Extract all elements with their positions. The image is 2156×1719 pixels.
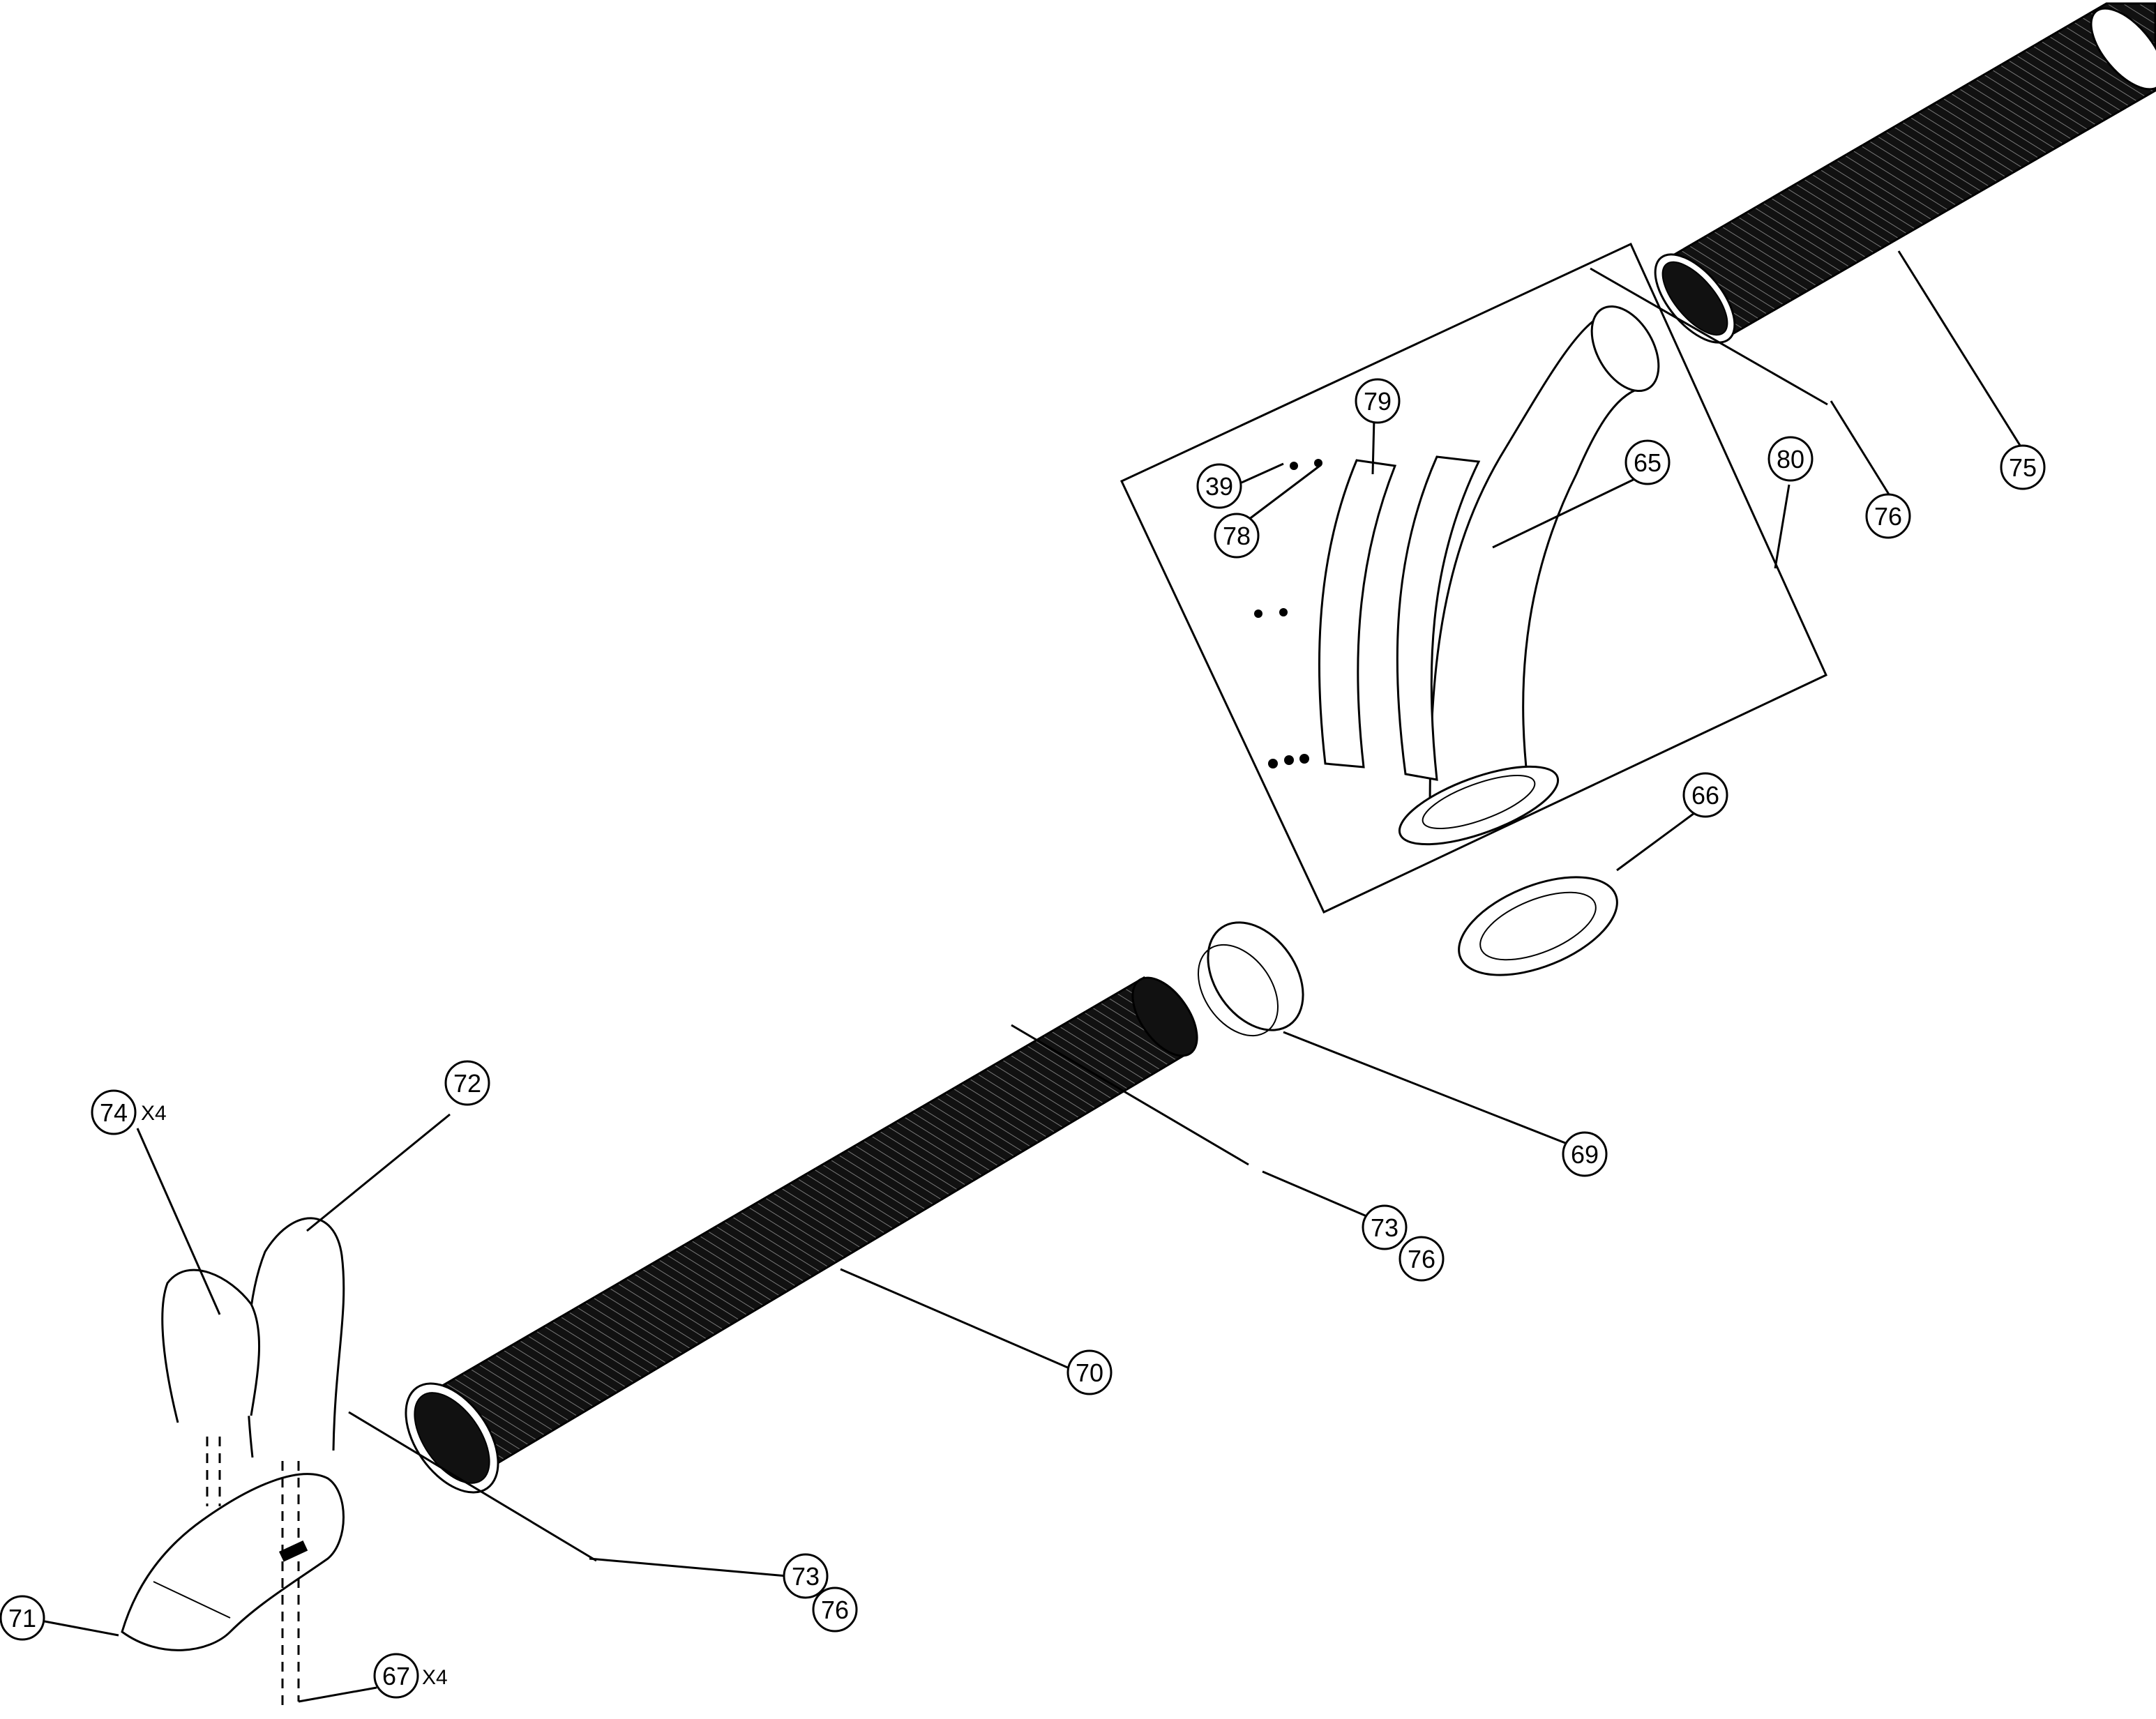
callout-66: 66 — [1682, 772, 1728, 818]
svg-text:69: 69 — [1571, 1140, 1599, 1169]
callout-80: 80 — [1767, 436, 1814, 482]
svg-text:76: 76 — [1874, 502, 1902, 531]
svg-text:73: 73 — [1371, 1213, 1399, 1242]
svg-text:71: 71 — [8, 1604, 36, 1633]
hanger-bracket-74 — [161, 1269, 260, 1423]
elbow-flange — [1398, 765, 1560, 846]
callout-76: 76 — [1399, 1236, 1445, 1282]
callout-70: 70 — [1066, 1349, 1113, 1395]
elbow-assembly-inset — [1120, 243, 1827, 914]
clamp-bands — [348, 267, 1828, 1562]
corrugated-hose-70 — [405, 976, 1198, 1494]
quantity-67: X4 — [422, 1666, 448, 1689]
svg-text:73: 73 — [792, 1562, 820, 1591]
corrugated-hose-75 — [1654, 2, 2156, 344]
coupler-69 — [1197, 921, 1304, 1037]
callout-76: 76 — [1865, 493, 1911, 539]
svg-text:70: 70 — [1076, 1358, 1103, 1387]
svg-text:76: 76 — [1408, 1245, 1435, 1273]
svg-text:80: 80 — [1777, 445, 1804, 474]
fastener-dots — [1254, 459, 1322, 768]
svg-text:74: 74 — [100, 1098, 128, 1127]
callout-78: 78 — [1214, 513, 1260, 559]
svg-text:76: 76 — [821, 1596, 849, 1624]
callout-76: 76 — [812, 1587, 858, 1633]
callout-74: 74 — [91, 1089, 137, 1135]
hanger-bracket-72 — [246, 1217, 345, 1458]
callout-75: 75 — [2000, 444, 2046, 490]
leader-lines — [44, 250, 2024, 1703]
svg-text:75: 75 — [2009, 453, 2037, 482]
dashed-assembly-lines — [206, 1437, 300, 1712]
elbow-65 — [1428, 312, 1648, 818]
inset-frame — [1120, 243, 1827, 914]
svg-text:65: 65 — [1634, 448, 1661, 477]
svg-text:39: 39 — [1205, 472, 1233, 501]
callout-69: 69 — [1562, 1131, 1608, 1177]
callout-73: 73 — [783, 1553, 829, 1599]
access-door-frame — [1396, 455, 1481, 781]
svg-text:72: 72 — [453, 1069, 481, 1098]
callout-73: 73 — [1362, 1204, 1408, 1250]
svg-text:78: 78 — [1223, 522, 1251, 550]
lower-elbow-71 — [121, 1473, 345, 1651]
callout-67: 67 — [373, 1653, 419, 1699]
svg-text:79: 79 — [1364, 387, 1392, 416]
gasket-66 — [1458, 876, 1618, 976]
callout-39: 39 — [1196, 463, 1242, 509]
quantity-74: X4 — [141, 1102, 167, 1125]
svg-text:67: 67 — [382, 1662, 410, 1690]
callout-72: 72 — [444, 1060, 490, 1106]
callout-79: 79 — [1355, 378, 1401, 424]
callout-65: 65 — [1624, 439, 1671, 485]
callout-71: 71 — [0, 1595, 45, 1641]
cover-plate-79 — [1318, 459, 1397, 768]
svg-text:66: 66 — [1691, 781, 1719, 810]
